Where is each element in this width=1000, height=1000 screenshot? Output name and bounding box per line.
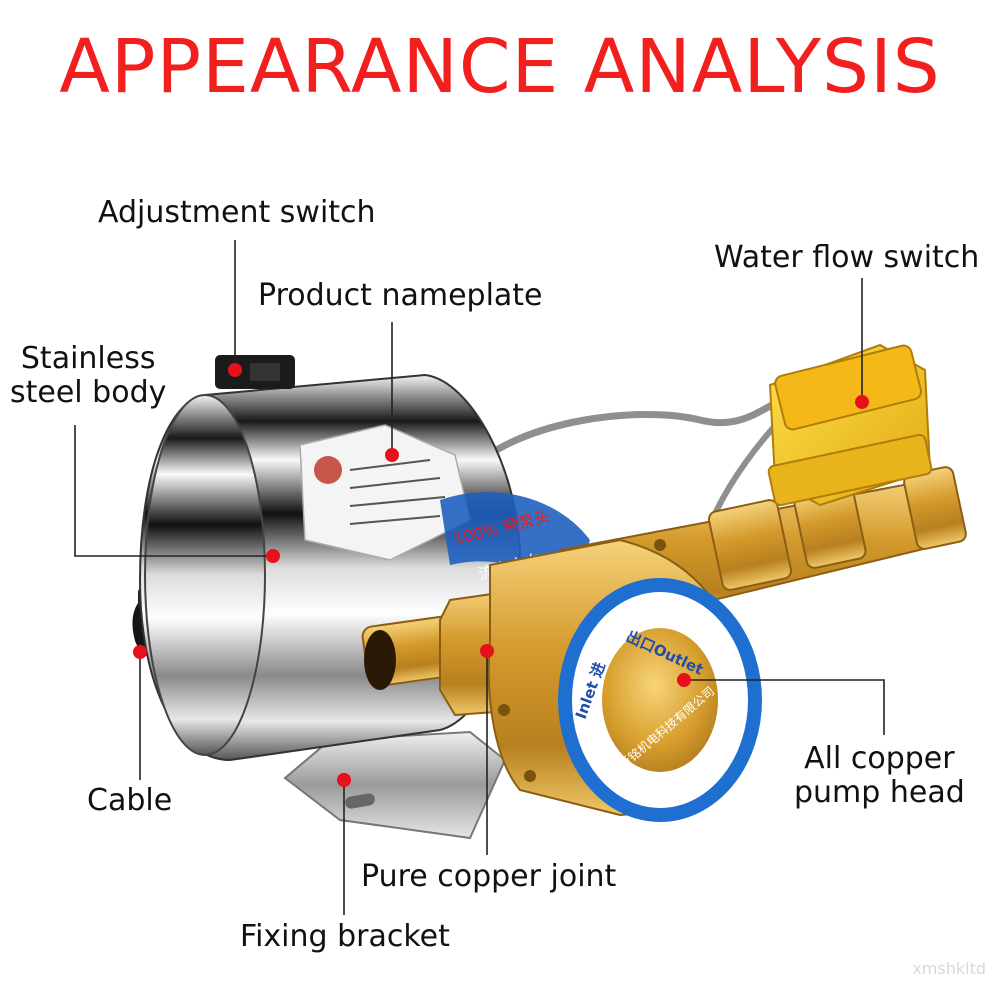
marker-copper-joint <box>480 644 494 658</box>
marker-adjustment-switch <box>228 363 242 377</box>
label-all-copper-pump-head: All copper pump head <box>794 741 965 810</box>
label-fixing-bracket: Fixing bracket <box>240 919 450 954</box>
marker-fixing-bracket <box>337 773 351 787</box>
bracket-slot <box>345 793 375 809</box>
marker-pump-head <box>677 673 691 687</box>
leader-lines <box>74 240 885 915</box>
marker-water-flow-switch <box>855 395 869 409</box>
pipe-nut-1 <box>707 499 793 591</box>
marker-stainless-body <box>266 549 280 563</box>
markers <box>133 363 869 787</box>
label-product-nameplate: Product nameplate <box>258 278 543 313</box>
water-flow-switch-cap <box>774 344 922 431</box>
page-title: APPEARANCE ANALYSIS <box>59 24 941 110</box>
inlet-opening <box>364 630 396 690</box>
label-cable: Cable <box>87 783 173 818</box>
pump-head-disc <box>602 628 718 772</box>
label-pure-copper-joint: Pure copper joint <box>361 859 617 894</box>
marker-cable <box>133 645 147 659</box>
leader-pump-head <box>684 679 885 735</box>
motor-end-cap <box>144 394 266 756</box>
flow-switch-cable <box>467 391 792 473</box>
marker-product-nameplate <box>385 448 399 462</box>
label-water-flow-switch: Water flow switch <box>714 240 980 275</box>
label-adjustment-switch: Adjustment switch <box>98 195 376 230</box>
label-stainless-body: Stainless steel body <box>10 341 167 410</box>
leader-stainless-body <box>74 425 273 557</box>
watermark: xmshkltd <box>912 959 986 978</box>
